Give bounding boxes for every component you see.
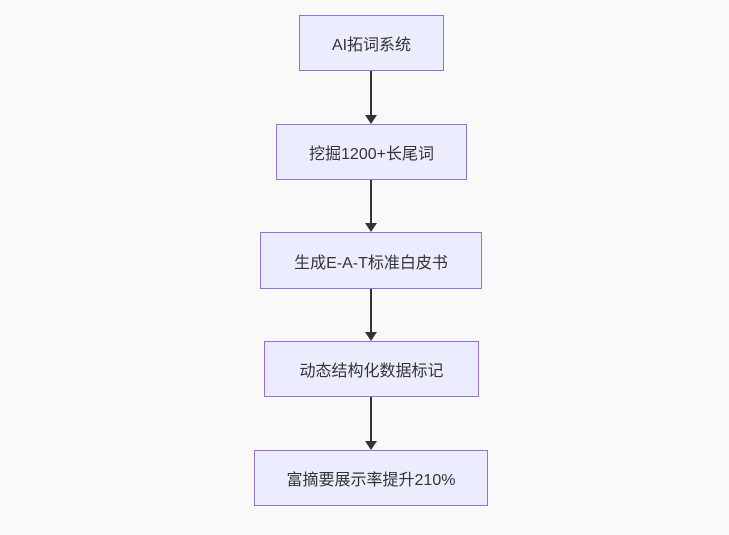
edge-line-3 <box>370 289 372 332</box>
flow-node-ai-keyword-system: AI拓词系统 <box>299 15 444 71</box>
flow-node-rich-snippet-uplift: 富摘要展示率提升210% <box>254 450 488 506</box>
edge-line-1 <box>370 71 372 115</box>
flow-node-longtail-mining: 挖掘1200+长尾词 <box>276 124 467 180</box>
edge-line-2 <box>370 180 372 223</box>
arrowhead-icon <box>365 332 377 341</box>
arrowhead-icon <box>365 115 377 124</box>
arrowhead-icon <box>365 441 377 450</box>
arrowhead-icon <box>365 223 377 232</box>
flow-node-eat-whitepaper: 生成E-A-T标准白皮书 <box>260 232 482 289</box>
edge-line-4 <box>370 397 372 441</box>
flow-node-structured-data-markup: 动态结构化数据标记 <box>264 341 479 397</box>
